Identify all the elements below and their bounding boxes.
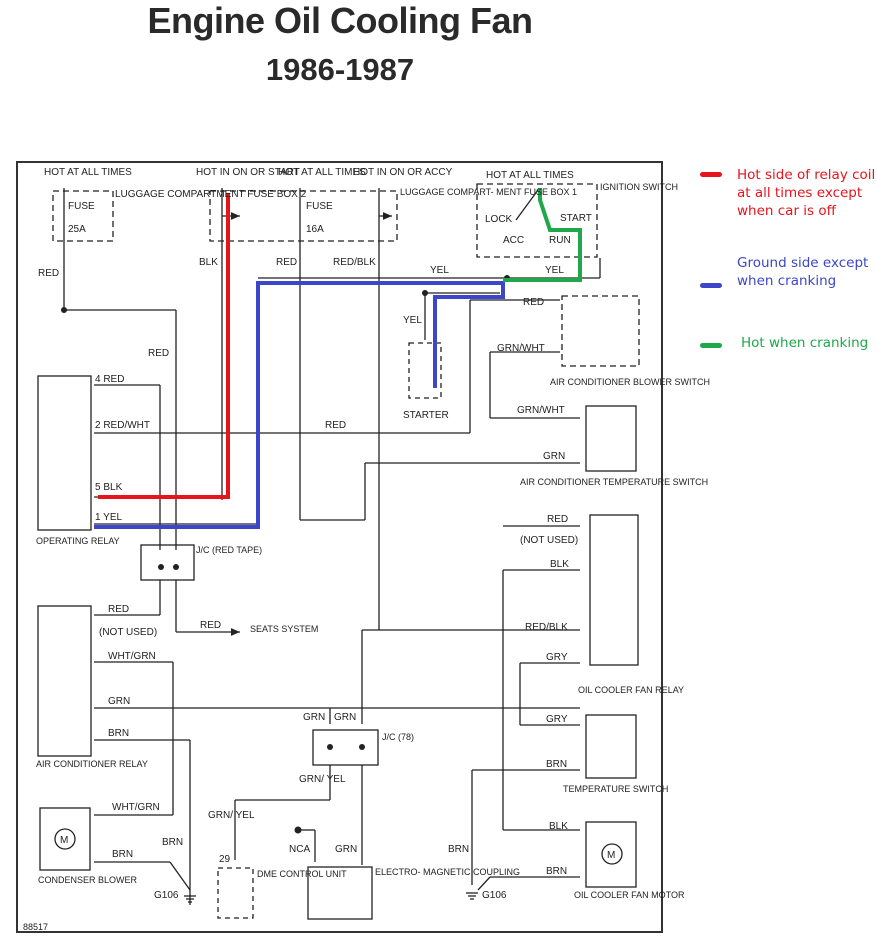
diagram-subtitle: 1986-1987 [265,52,415,87]
ac-temp-switch-label: AIR CONDITIONER TEMPERATURE SWITCH [520,477,708,487]
oil-cooler-fan-relay-label: OIL COOLER FAN RELAY [578,685,684,695]
wire-label: RED/BLK [333,257,376,268]
diagram-frame [16,161,663,933]
fuse-box-2-label: LUGGAGE COMPARTMENT FUSE BOX 2 [115,189,307,200]
not-used-label: (NOT USED) [99,627,157,638]
wire-label: BLK [549,821,568,832]
header-hot-on-accy: HOT IN ON OR ACCY [353,167,453,178]
seats-system-label: SEATS SYSTEM [250,624,318,634]
wire-label: BRN [112,849,133,860]
position-lock: LOCK [485,214,513,225]
header-hot-all-times-ign: HOT AT ALL TIMES [486,170,574,181]
motor-symbol: M [60,835,68,846]
wire-label: BLK [550,559,569,570]
jc-78-label: J/C (78) [382,732,414,742]
wire-label: GRN/ YEL [299,774,346,785]
wire-label: BRN [162,837,183,848]
legend-item-hot-cranking: Hot when cranking [741,335,869,351]
header-hot-all-times-1: HOT AT ALL TIMES [44,167,132,178]
wire-label: GRN [335,844,357,855]
wire-label: GRN [334,712,356,723]
wire-label: RED [547,514,568,525]
position-start: START [560,213,592,224]
wire-label: RED [108,604,129,615]
diagram-title: Engine Oil Cooling Fan [147,0,533,41]
legend-item-ground-side: Ground side except when cranking [737,255,869,289]
motor-symbol: M [607,850,615,861]
oil-cooler-fan-motor-label: OIL COOLER FAN MOTOR [574,890,685,900]
diagram-id: 88517 [23,922,48,932]
wire-label: RED [523,297,544,308]
highlight-wire-green [503,188,582,282]
relay-pin: 1 YEL [95,512,122,523]
dme-label: DME CONTROL UNIT [257,869,347,879]
wire-label: BRN [546,759,567,770]
operating-relay-label: OPERATING RELAY [36,536,120,546]
wire-label: RED [325,420,346,431]
highlight-wire-red [98,193,230,499]
fuse-label: FUSE [68,201,95,212]
wire-label: BRN [108,728,129,739]
not-used-label: (NOT USED) [520,535,578,546]
fuse-rating: 25A [68,224,86,235]
relay-pin: 4 RED [95,374,124,385]
wire-label: BRN [448,844,469,855]
legend-swatch-red [700,172,722,177]
wire-label: GRY [546,714,568,725]
condenser-blower-label: CONDENSER BLOWER [38,875,138,885]
position-acc: ACC [503,235,524,246]
legend-item-hot-coil: Hot side of relay coil at all times exce… [737,167,876,219]
relay-pin: 5 BLK [95,482,123,493]
wire-label: GRN/ YEL [208,810,255,821]
position-run: RUN [549,235,571,246]
highlight-wire-blue [94,281,505,529]
wire-label: YEL [403,315,422,326]
wire-label: YEL [545,265,564,276]
ground-label: G106 [482,890,507,901]
relay-pin: 2 RED/WHT [95,420,150,431]
wire-label: RED/BLK [525,622,568,633]
wire-label: GRN [108,696,130,707]
wire-label: GRY [546,652,568,663]
ac-blower-switch-label: AIR CONDITIONER BLOWER SWITCH [550,377,710,387]
junction-dots [61,275,510,834]
black-wires [37,183,640,920]
wire-label: YEL [430,265,449,276]
wire-label: RED [38,268,59,279]
fuse-box-1-label: LUGGAGE COMPART- MENT FUSE BOX 1 [400,187,577,197]
wire-label: RED [148,348,169,359]
fuse-box-1-outline [209,190,398,242]
electromagnetic-coupling-label: ELECTRO- MAGNETIC COUPLING [375,867,520,877]
nca-label: NCA [289,844,310,855]
wire-label: BRN [546,866,567,877]
jc-red-tape-label: J/C (RED TAPE) [196,545,262,555]
condenser-blower-motor-icon [54,828,76,850]
temperature-switch-label: TEMPERATURE SWITCH [563,784,668,794]
legend-swatch-green [700,343,722,348]
wire-label: RED [200,620,221,631]
ground-icon [184,892,478,903]
ac-relay-label: AIR CONDITIONER RELAY [36,759,148,769]
header-hot-on-start: HOT IN ON OR START [196,167,300,178]
wire-label: GRN/WHT [517,405,565,416]
ignition-switch-label: IGNITION SWITCH [600,182,678,192]
starter-label: STARTER [403,410,449,421]
fuse-box-2-outline [52,190,114,242]
wire-label: BLK [199,257,218,268]
fuse-rating: 16A [306,224,324,235]
wire-label: WHT/GRN [112,802,160,813]
legend-swatch-blue [700,283,722,288]
ground-label: G106 [154,890,179,901]
fuse-label: FUSE [306,201,333,212]
wire-label: GRN [303,712,325,723]
wire-label: GRN [543,451,565,462]
dme-pin: 29 [219,854,231,865]
header-hot-all-times-2: HOT AT ALL TIMES [278,167,366,178]
ignition-switch-outline [476,183,598,258]
wire-label: WHT/GRN [108,651,156,662]
wire-label: GRN/WHT [497,343,545,354]
oil-cooler-fan-motor-icon [601,843,623,865]
wire-label: RED [276,257,297,268]
